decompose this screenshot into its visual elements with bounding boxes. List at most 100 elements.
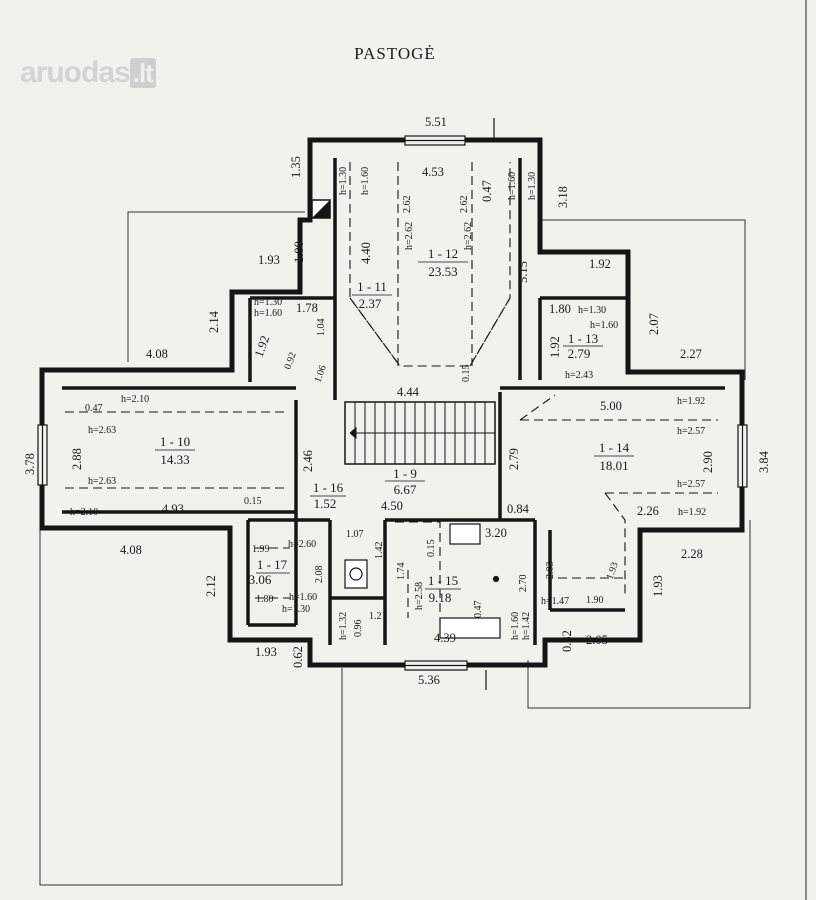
dimension: 0.62 bbox=[291, 646, 305, 668]
room-area: 14.33 bbox=[160, 452, 189, 467]
section-marks bbox=[485, 118, 495, 690]
dimension: 1.07 bbox=[346, 529, 364, 540]
ceiling-height: h=2.62 bbox=[404, 222, 415, 250]
room-id: 1 - 17 bbox=[257, 557, 288, 572]
ceiling-height: h=2.58 bbox=[414, 582, 425, 610]
ceiling-height: h=1.60 bbox=[289, 592, 317, 603]
dimension: 2.70 bbox=[518, 575, 529, 593]
dimension: 0.15 bbox=[244, 496, 262, 507]
room-id: 1 - 14 bbox=[599, 440, 630, 455]
ceiling-height: h=1.60 bbox=[507, 172, 518, 200]
ceiling-height: h=2.62 bbox=[463, 222, 474, 250]
aruodas-watermark: aruodas.lt bbox=[20, 56, 156, 90]
dimension: 0.47 bbox=[85, 403, 103, 414]
dimension: 2.28 bbox=[681, 547, 703, 561]
ceiling-height: h=2.10 bbox=[70, 507, 98, 518]
dimension: 5.00 bbox=[600, 399, 622, 413]
dimension: 4.39 bbox=[434, 631, 456, 645]
dimension: 2.27 bbox=[680, 347, 702, 361]
room-area: 6.67 bbox=[394, 482, 417, 497]
dimension: 3.84 bbox=[757, 450, 771, 473]
dimension: 5.15 bbox=[516, 261, 530, 283]
ceiling-height: h=2.10 bbox=[121, 394, 149, 405]
ceiling-height: h=1.60 bbox=[360, 167, 371, 195]
dimension: 1.90 bbox=[586, 595, 604, 606]
shower-icon bbox=[449, 523, 481, 545]
ceiling-height: h=1.32 bbox=[338, 612, 349, 640]
dimension: 2.26 bbox=[637, 504, 659, 518]
dimension: 1.80 bbox=[549, 302, 571, 316]
dimension: 2.88 bbox=[70, 448, 84, 470]
dimension: 2.12 bbox=[204, 575, 218, 597]
ceiling-height: h=2.63 bbox=[88, 425, 116, 436]
dimension: 0.82 bbox=[560, 630, 574, 652]
ceiling-height: h=1.30 bbox=[527, 172, 538, 200]
interior-walls bbox=[62, 158, 725, 645]
ceiling-height: h=1.30 bbox=[282, 604, 310, 615]
dimension: 4.44 bbox=[397, 385, 420, 399]
dimension: 1.92 bbox=[589, 257, 611, 271]
ceiling-height: h=1.30 bbox=[338, 167, 349, 195]
dimension: 1.92 bbox=[252, 334, 273, 359]
dimension: 3.18 bbox=[556, 186, 570, 208]
dimension: 1.93 bbox=[258, 253, 280, 267]
ceiling-height: h=1.60 bbox=[254, 308, 282, 319]
dimension: 1.92 bbox=[548, 336, 562, 358]
dimension: 1.21 bbox=[369, 611, 387, 622]
dimension: 4.53 bbox=[422, 165, 444, 179]
room-id: 1 - 12 bbox=[428, 246, 458, 261]
ceiling-height: h=1.30 bbox=[254, 297, 282, 308]
room-id: 1 - 13 bbox=[568, 331, 598, 346]
dimension: 2.03 bbox=[545, 562, 556, 580]
slope-lines bbox=[65, 162, 718, 618]
dimension: 1.35 bbox=[289, 156, 303, 178]
dimension: 0.47 bbox=[480, 180, 494, 202]
dimension: 2.14 bbox=[207, 310, 221, 333]
room-area: 1.52 bbox=[314, 496, 337, 511]
ceiling-height: h=2.63 bbox=[88, 476, 116, 487]
dimension: 1.04 bbox=[316, 319, 327, 337]
dimension: 2.90 bbox=[701, 451, 715, 473]
height-labels: h=1.30 h=1.60 h=2.62 h=2.62 h=1.60 h=1.3… bbox=[70, 167, 706, 640]
room-area: 23.53 bbox=[428, 264, 457, 279]
watermark-brand: aruodas bbox=[20, 56, 131, 89]
dimension: 4.50 bbox=[381, 499, 403, 513]
ceiling-height: h=2.57 bbox=[677, 426, 705, 437]
dimension: 0.96 bbox=[353, 620, 364, 638]
staircase bbox=[344, 401, 496, 465]
ceiling-height: h=2.60 bbox=[288, 539, 316, 550]
ceiling-height: h=1.30 bbox=[578, 305, 606, 316]
dimension: 3.20 bbox=[485, 526, 507, 540]
dimension: 4.08 bbox=[120, 543, 142, 557]
dimension: 2.07 bbox=[647, 313, 661, 335]
windows bbox=[37, 135, 748, 671]
ceiling-height: h=2.57 bbox=[677, 479, 705, 490]
chimney-icon bbox=[311, 199, 331, 219]
dimension: 3.78 bbox=[23, 453, 37, 475]
dimension: 2.46 bbox=[301, 450, 315, 472]
dimension: 5.51 bbox=[425, 115, 447, 129]
dimension: 2.79 bbox=[507, 448, 521, 470]
dimension: 1.78 bbox=[296, 301, 318, 315]
room-area: 9.18 bbox=[429, 590, 452, 605]
room-id: 1 - 10 bbox=[160, 434, 190, 449]
bathtub-icon bbox=[439, 617, 501, 639]
dimension: 2.05 bbox=[586, 633, 608, 647]
room-id: 1 - 16 bbox=[313, 480, 344, 495]
dimension: 1.80 bbox=[256, 594, 274, 605]
dimension: 1.00 bbox=[292, 241, 306, 263]
plan-title: PASTOGĖ bbox=[354, 44, 436, 63]
dimension: 4.40 bbox=[359, 242, 373, 264]
dimension: 0.92 bbox=[282, 351, 298, 371]
dimension: 0.15 bbox=[426, 540, 437, 558]
dimension: 2.62 bbox=[459, 196, 470, 214]
dimension: 0.15 bbox=[461, 365, 472, 383]
dimension: 1.99 bbox=[252, 544, 270, 555]
dimension: 1.93 bbox=[255, 645, 277, 659]
dimension: 5.36 bbox=[418, 673, 440, 687]
dimension: 0.47 bbox=[473, 601, 484, 619]
ceiling-height: h=1.60 bbox=[510, 612, 521, 640]
fixtures bbox=[344, 523, 501, 639]
room-id: 1 - 15 bbox=[428, 573, 458, 588]
